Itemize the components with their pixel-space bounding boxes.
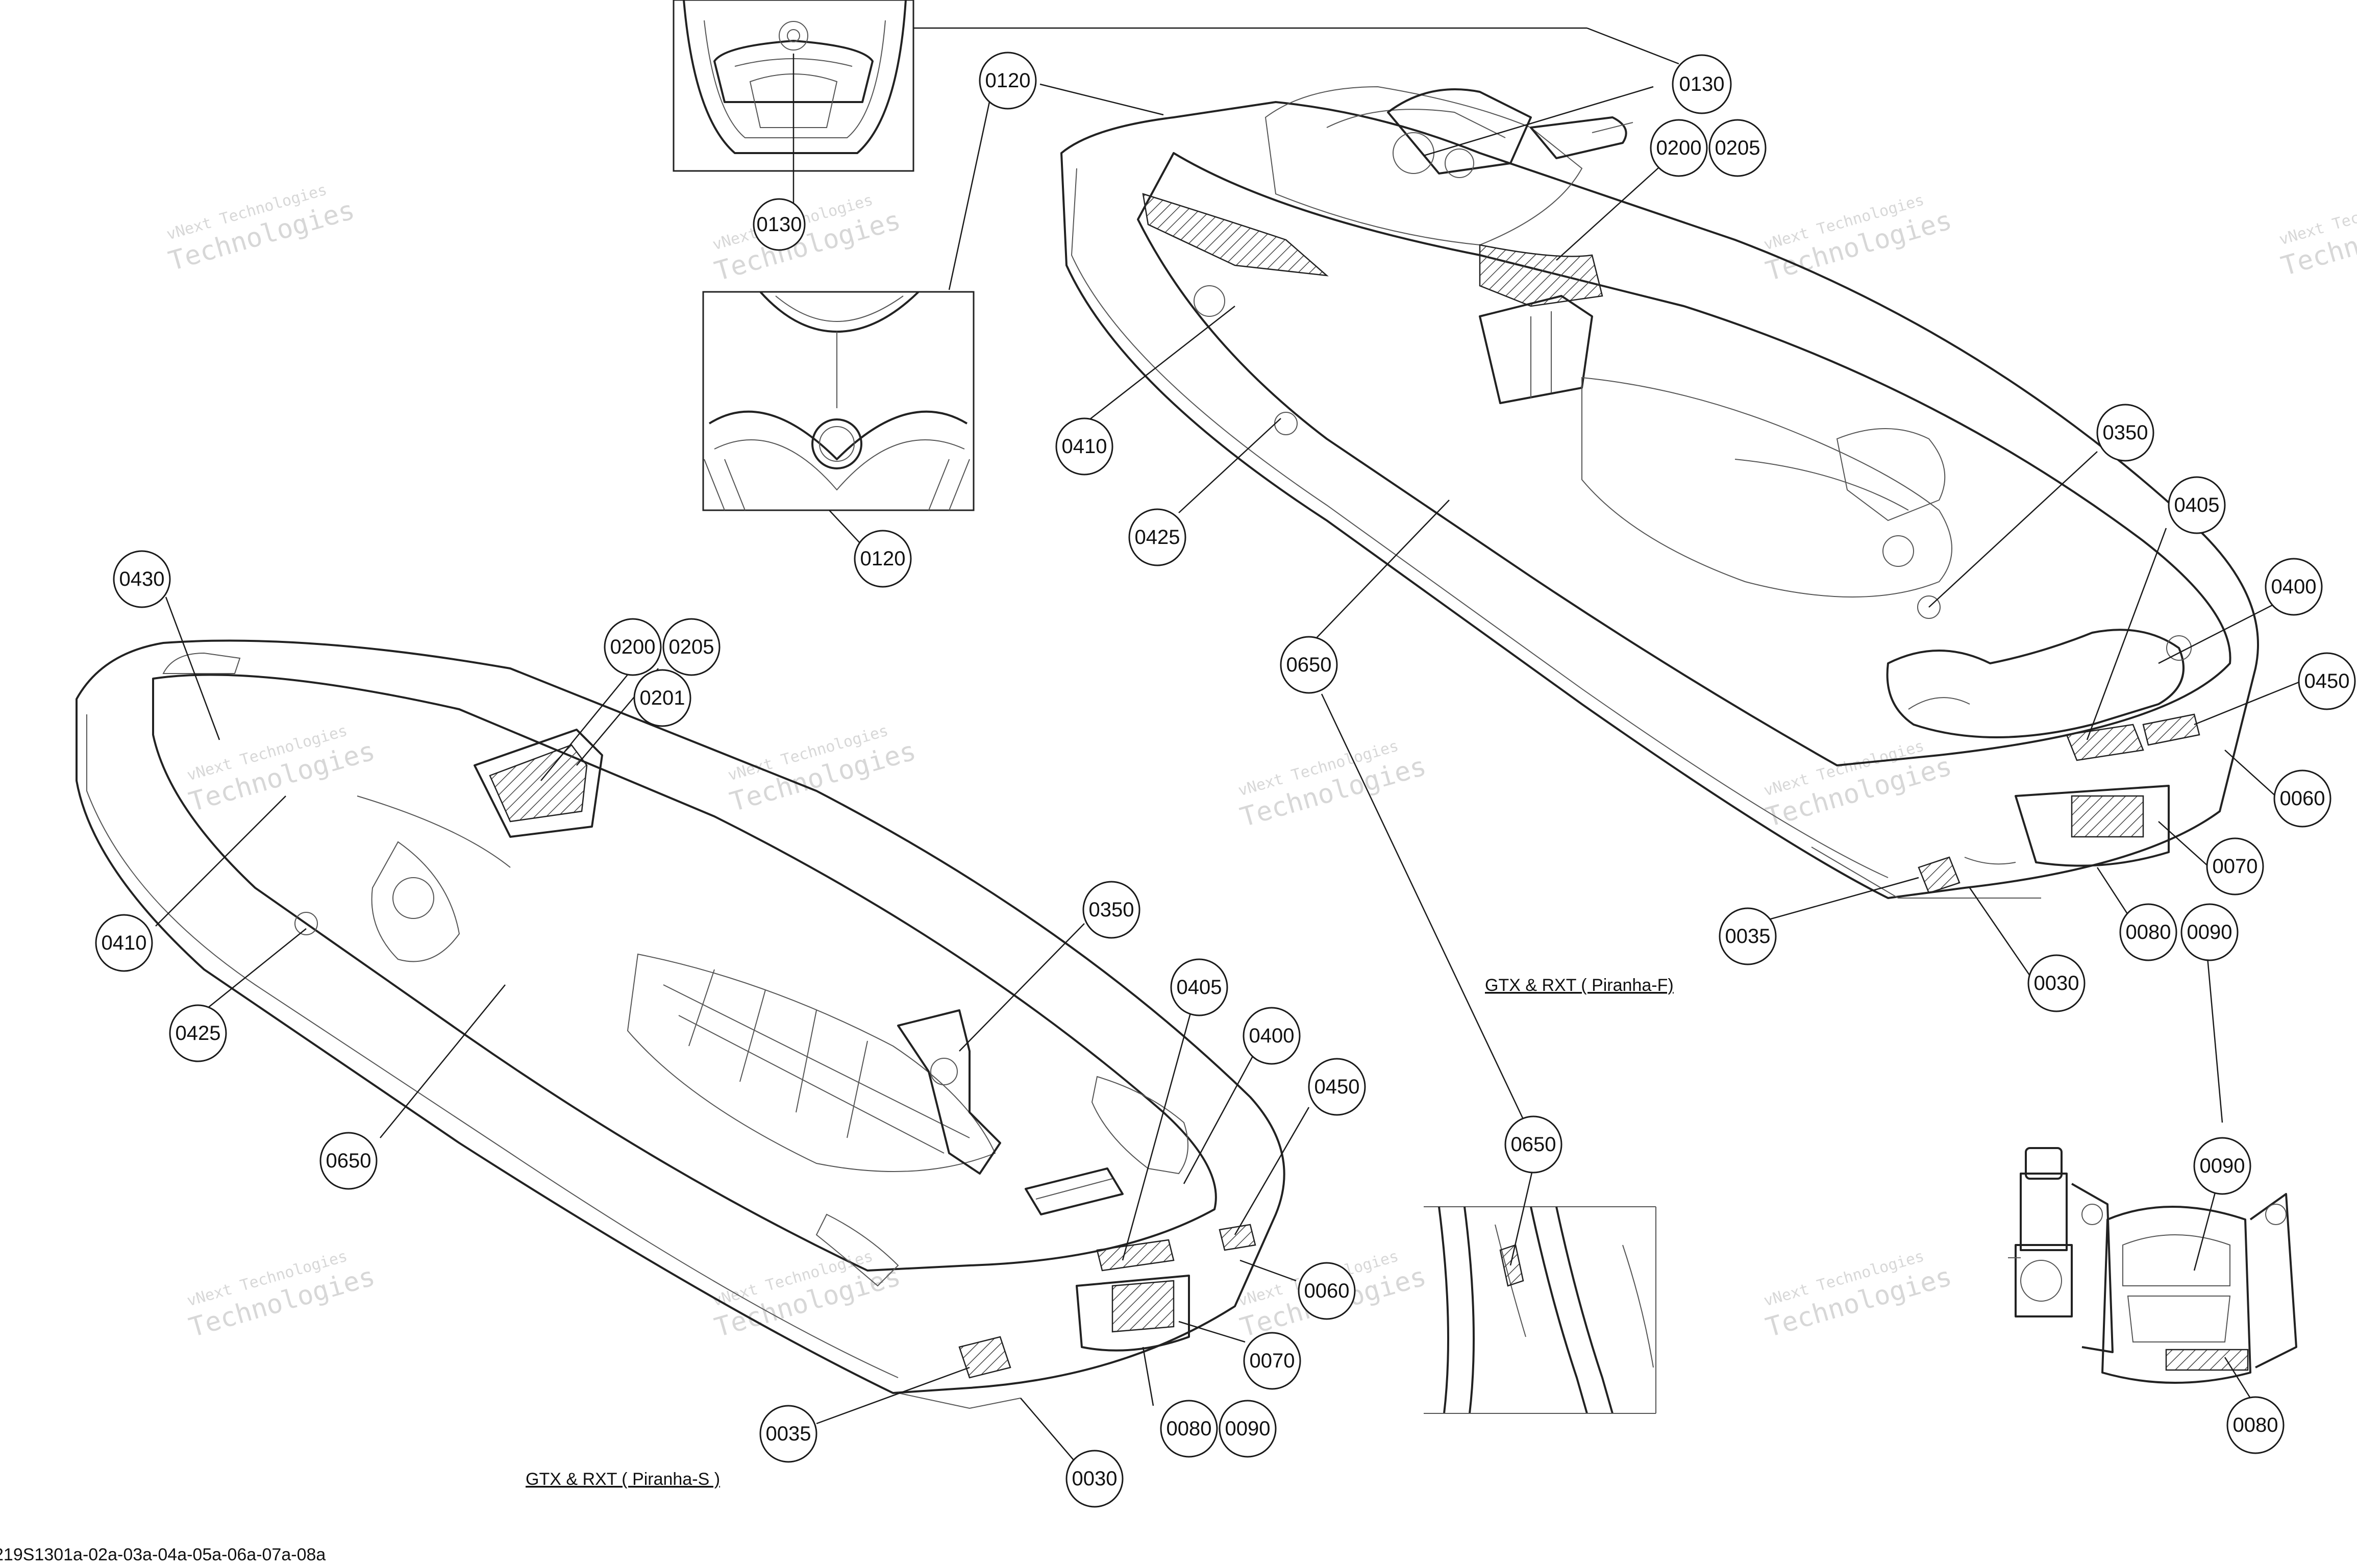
- svg-text:0030: 0030: [2034, 972, 2079, 994]
- svg-text:0205: 0205: [1715, 137, 1760, 159]
- watermark: vNext Technologies Technologies: [1762, 737, 1955, 833]
- caption-piranha-s: GTX & RXT ( Piranha-S ): [526, 1470, 720, 1489]
- callout-0200: 0200: [604, 618, 662, 676]
- callout-0405: 0405: [1170, 958, 1228, 1016]
- callout-0450: 0450: [1308, 1058, 1366, 1116]
- svg-text:0090: 0090: [1225, 1417, 1271, 1440]
- callout-0405: 0405: [2168, 476, 2226, 534]
- callout-0350: 0350: [1082, 881, 1140, 939]
- callout-0350: 0350: [2096, 404, 2154, 462]
- callout-0080: 0080: [2119, 903, 2177, 961]
- callout-0425: 0425: [169, 1004, 227, 1062]
- svg-text:0450: 0450: [2304, 670, 2350, 692]
- svg-text:0425: 0425: [176, 1022, 221, 1044]
- callout-0130: 0130: [1672, 54, 1732, 114]
- callout-0450: 0450: [2298, 652, 2356, 710]
- svg-text:0130: 0130: [1679, 73, 1725, 95]
- callout-0650: 0650: [319, 1132, 378, 1190]
- callout-0120: 0120: [854, 530, 912, 588]
- svg-text:0120: 0120: [860, 547, 906, 570]
- svg-text:0650: 0650: [1511, 1133, 1556, 1156]
- callout-0201: 0201: [633, 669, 691, 727]
- svg-text:0080: 0080: [2233, 1414, 2278, 1436]
- svg-text:0400: 0400: [1249, 1025, 1295, 1047]
- watermark: vNext Technologies Technologies: [185, 1247, 379, 1343]
- inset-hood-logo-view: [702, 291, 975, 511]
- callout-0410: 0410: [1055, 417, 1113, 476]
- svg-text:0450: 0450: [1314, 1076, 1360, 1098]
- watermark: vNext Technologies Technologies: [1762, 1247, 1955, 1343]
- callout-0205: 0205: [1708, 119, 1767, 177]
- svg-text:0200: 0200: [610, 636, 656, 658]
- callout-0035: 0035: [1719, 907, 1777, 965]
- callout-0205: 0205: [662, 618, 721, 676]
- svg-text:0650: 0650: [326, 1150, 371, 1172]
- svg-text:0070: 0070: [1250, 1350, 1295, 1372]
- svg-text:0060: 0060: [2280, 787, 2325, 810]
- svg-text:0405: 0405: [1177, 976, 1222, 999]
- svg-text:0350: 0350: [1089, 899, 1134, 921]
- callout-0200: 0200: [1650, 119, 1708, 177]
- callout-0130: 0130: [753, 198, 806, 251]
- callouts: 0130 0130 0120 0120 0200 0205 0410 0425 …: [95, 52, 2356, 1508]
- svg-text:0430: 0430: [119, 568, 165, 590]
- callout-0030: 0030: [2027, 954, 2086, 1012]
- svg-text:0090: 0090: [2187, 921, 2232, 943]
- callout-0090: 0090: [2193, 1137, 2251, 1195]
- svg-text:0410: 0410: [1062, 435, 1107, 458]
- watermark: vNext Technologies Technologies: [1236, 737, 1430, 833]
- svg-text:0201: 0201: [640, 687, 685, 709]
- svg-text:0070: 0070: [2213, 855, 2258, 878]
- svg-text:0080: 0080: [2126, 921, 2171, 943]
- inset-handlebar-view: [673, 0, 914, 209]
- callout-0080: 0080: [2226, 1396, 2285, 1454]
- watermark: vNext Technologies Technologies: [726, 721, 920, 817]
- watermark: vNext Technologies Technologies: [1762, 191, 1955, 287]
- inset-side-decal-view: [1424, 1165, 1656, 1414]
- svg-text:0205: 0205: [669, 636, 714, 658]
- svg-text:0080: 0080: [1167, 1417, 1212, 1440]
- callout-0060: 0060: [2273, 769, 2331, 828]
- svg-text:0090: 0090: [2200, 1155, 2245, 1177]
- svg-text:0410: 0410: [102, 932, 147, 954]
- callout-0400: 0400: [1243, 1007, 1301, 1065]
- callout-0650: 0650: [1504, 1115, 1562, 1174]
- inset-pump-view: [2008, 1147, 2297, 1399]
- watercraft-piranha-s: [76, 639, 1285, 1409]
- callout-0120: 0120: [979, 52, 1037, 110]
- svg-text:0035: 0035: [1725, 925, 1771, 948]
- svg-text:0200: 0200: [1656, 137, 1702, 159]
- reference-code: 219S1301a-02a-03a-04a-05a-06a-07a-08a: [0, 1545, 326, 1564]
- callout-0650: 0650: [1280, 636, 1338, 694]
- watermark: vNext Technologies Technologies: [711, 1247, 904, 1343]
- callout-0430: 0430: [113, 550, 171, 608]
- callout-0070: 0070: [2206, 837, 2264, 895]
- svg-text:0120: 0120: [985, 69, 1031, 92]
- svg-text:0060: 0060: [1304, 1280, 1350, 1302]
- watermark: vNext Technologies Technologies: [165, 181, 358, 277]
- svg-text:0350: 0350: [2103, 421, 2148, 444]
- callout-0060: 0060: [1298, 1262, 1356, 1320]
- callout-0090: 0090: [2180, 903, 2239, 961]
- callout-0400: 0400: [2265, 558, 2323, 616]
- svg-text:0030: 0030: [1072, 1467, 1118, 1490]
- svg-text:0400: 0400: [2271, 576, 2317, 598]
- watermark: vNext Technologies Technologies: [711, 191, 904, 287]
- callout-0410: 0410: [95, 914, 153, 972]
- callout-0425: 0425: [1128, 508, 1186, 566]
- callout-0080: 0080: [1160, 1400, 1218, 1458]
- svg-text:0130: 0130: [757, 213, 802, 236]
- watercraft-piranha-f: [1060, 86, 2259, 899]
- callout-0070: 0070: [1243, 1332, 1301, 1390]
- svg-text:0405: 0405: [2174, 494, 2220, 516]
- callout-0030: 0030: [1065, 1450, 1124, 1508]
- watermark: vNext Technologies Technologies: [2277, 186, 2357, 282]
- svg-text:0650: 0650: [1286, 654, 1332, 676]
- caption-piranha-f: GTX & RXT ( Piranha-F): [1485, 976, 1674, 995]
- svg-text:0035: 0035: [766, 1423, 811, 1445]
- svg-text:0425: 0425: [1135, 526, 1180, 549]
- callout-0090: 0090: [1219, 1400, 1277, 1458]
- callout-0035: 0035: [759, 1405, 817, 1463]
